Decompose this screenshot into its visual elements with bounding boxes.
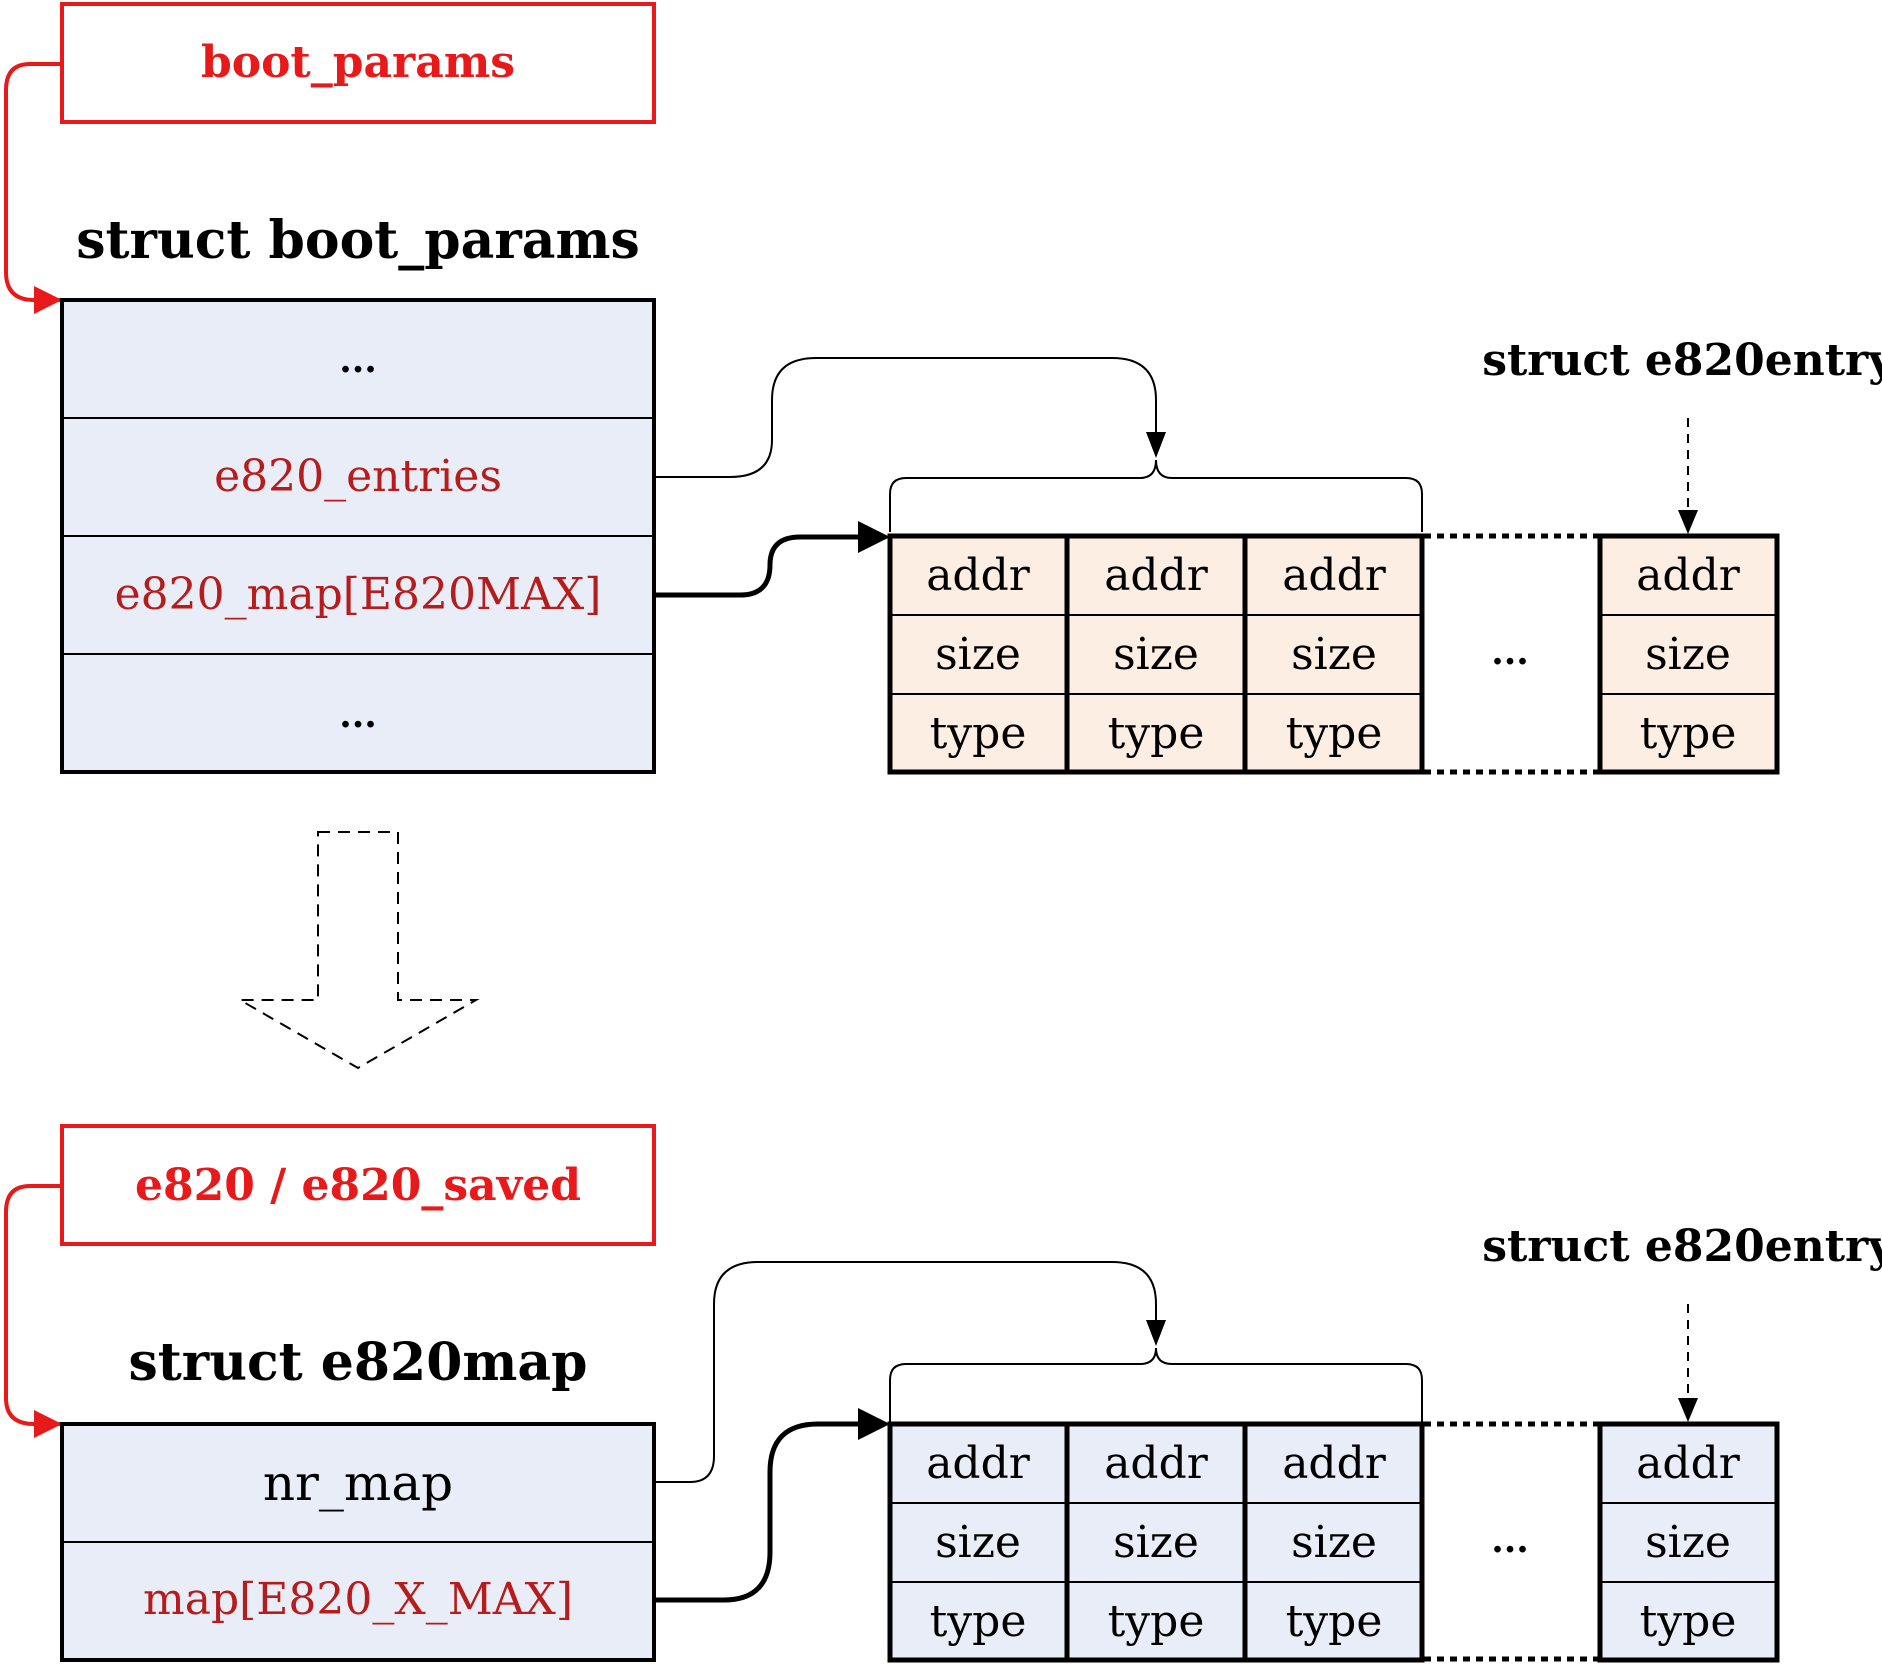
top-entry2-addr: addr [1104, 550, 1209, 601]
bottom-entry1-addr: addr [926, 1438, 1031, 1489]
e820-map-pointer-arrow [656, 534, 862, 598]
bottom-entry-array: addr size type addr size type addr size … [887, 1421, 1780, 1663]
bottom-entry3-size: size [1291, 1517, 1377, 1568]
bottom-section: e820 / e820_saved struct e820map nr_map … [4, 1124, 1882, 1663]
top-entry-ellipsis: ... [1491, 631, 1529, 673]
top-entry1-size: size [935, 629, 1021, 680]
bottom-entry1-size: size [935, 1517, 1021, 1568]
bottom-entry-last-size: size [1645, 1517, 1731, 1568]
hollow-down-arrow-icon [236, 831, 480, 1070]
boot-params-field-e820-entries: e820_entries [214, 451, 502, 502]
top-entry2-size: size [1113, 629, 1199, 680]
bottom-entry-last-addr: addr [1636, 1438, 1741, 1489]
bottom-entry2-type: type [1108, 1596, 1205, 1647]
boot-params-field-e820-map: e820_map[E820MAX] [115, 569, 602, 620]
map-pointer-arrow [656, 1421, 862, 1603]
e820-pointer-label: e820 / e820_saved [135, 1160, 581, 1211]
boot-params-struct-title: struct boot_params [76, 210, 639, 271]
top-entry-array: addr size type addr size type addr size … [887, 533, 1780, 775]
thick-arrowhead-icon [858, 1408, 890, 1440]
bottom-entry3-type: type [1286, 1596, 1383, 1647]
brace-arrowhead-icon [1146, 432, 1166, 458]
nr-map-count-connector [656, 1261, 1157, 1483]
bottom-entry2-size: size [1113, 1517, 1199, 1568]
top-entry1-addr: addr [926, 550, 1031, 601]
e820-entries-count-connector [656, 357, 1157, 478]
top-entry3-size: size [1291, 629, 1377, 680]
top-entry-last-type: type [1640, 708, 1737, 759]
e820map-field-map: map[E820_X_MAX] [143, 1574, 573, 1625]
bottom-e820entry-label: struct e820entry [1482, 1221, 1882, 1272]
top-entry1-type: type [930, 708, 1027, 759]
top-entry-last-size: size [1645, 629, 1731, 680]
bottom-entry1-type: type [930, 1596, 1027, 1647]
boot-params-field-ellipsis-top: ... [339, 339, 377, 381]
bottom-entry-last-type: type [1640, 1596, 1737, 1647]
bottom-entry3-addr: addr [1282, 1438, 1387, 1489]
bottom-entry2-addr: addr [1104, 1438, 1209, 1489]
thick-arrowhead-icon [858, 521, 890, 553]
red-arrowhead-icon [34, 286, 62, 314]
boot-params-pointer-label: boot_params [201, 37, 515, 88]
entries-brace [889, 459, 1423, 532]
dashed-arrowhead-icon [1678, 1398, 1698, 1422]
red-arrowhead-icon [34, 1410, 62, 1438]
top-entry-last-addr: addr [1636, 550, 1741, 601]
boot-params-pointer-arrow [4, 62, 62, 302]
top-entry2-type: type [1108, 708, 1205, 759]
brace-arrowhead-icon [1146, 1320, 1166, 1346]
boot-params-pointer-box [60, 2, 656, 124]
top-section: boot_params struct boot_params ... e820_… [4, 2, 1882, 775]
e820-pointer-box [60, 1124, 656, 1246]
bottom-entry-ellipsis: ... [1491, 1519, 1529, 1561]
dashed-arrowhead-icon [1678, 510, 1698, 534]
bottom-entries-brace [889, 1347, 1423, 1422]
e820map-struct-title: struct e820map [129, 1332, 588, 1393]
boot-params-field-ellipsis-bottom: ... [339, 694, 377, 736]
top-entry3-type: type [1286, 708, 1383, 759]
e820map-field-nr-map: nr_map [263, 1454, 453, 1512]
top-entry3-addr: addr [1282, 550, 1387, 601]
e820-pointer-arrow [4, 1184, 62, 1426]
top-e820entry-label: struct e820entry [1482, 335, 1882, 386]
